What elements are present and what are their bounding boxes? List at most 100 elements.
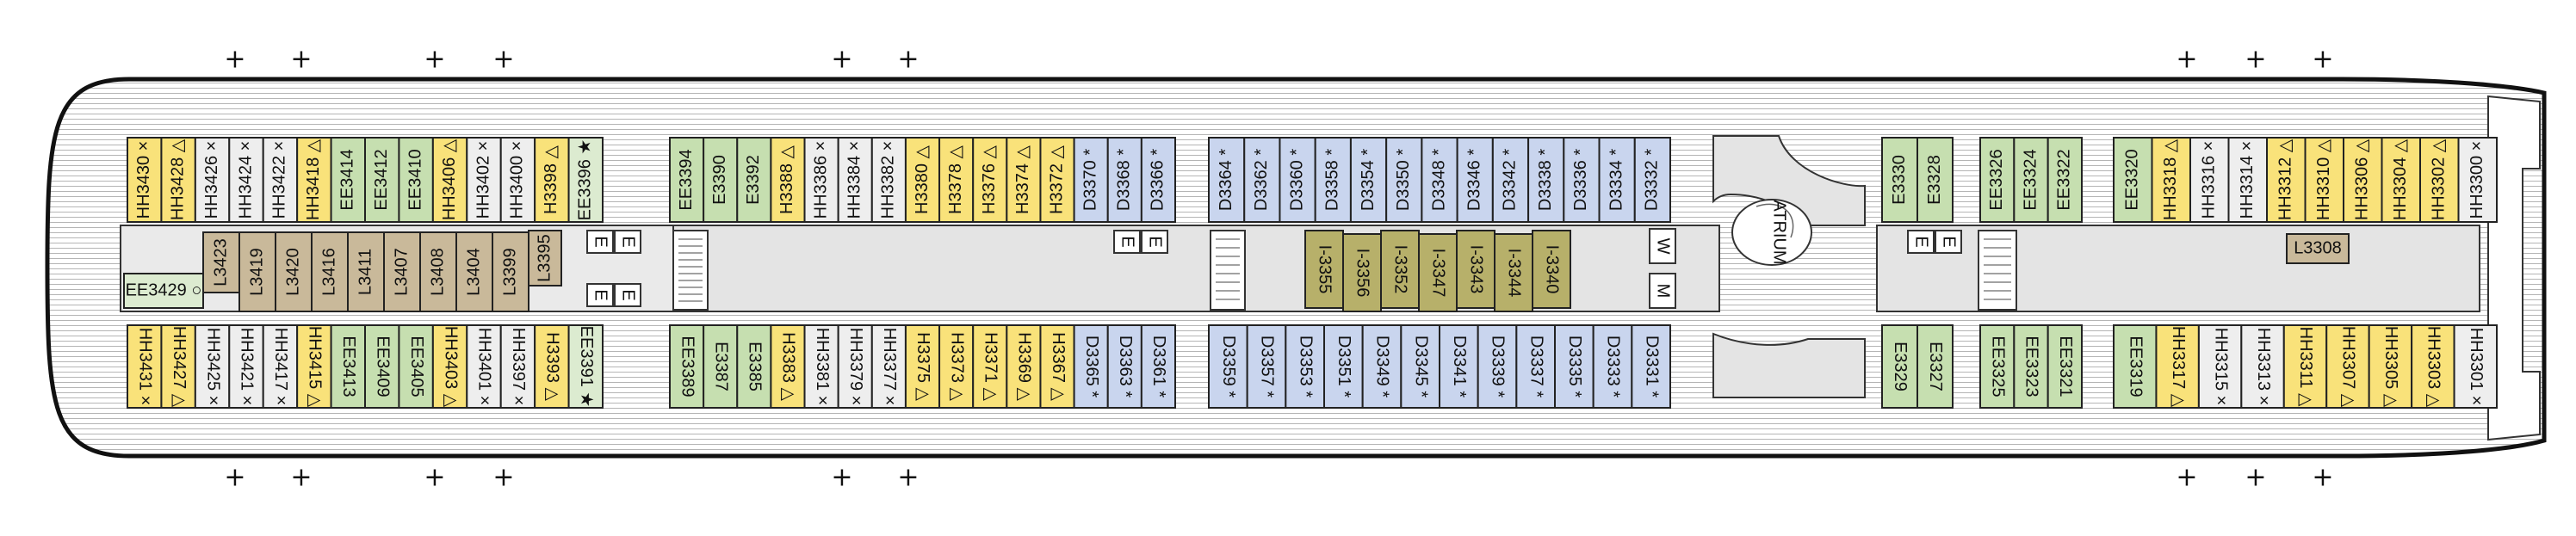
cabin-d3348[interactable]: D3348 *	[1421, 137, 1458, 223]
cabin-l3308[interactable]: L3308	[2286, 233, 2350, 264]
cabin-d3351[interactable]: D3351 *	[1323, 324, 1364, 409]
cabin-hh3401[interactable]: HH3401 ×	[466, 324, 502, 409]
cabin-d3336[interactable]: D3336 *	[1563, 137, 1601, 223]
cabin-d3361[interactable]: D3361 *	[1140, 324, 1177, 409]
cabin-d3363[interactable]: D3363 *	[1106, 324, 1142, 409]
cabin-hh3424[interactable]: HH3424 ×	[228, 137, 264, 223]
cabin-h3380[interactable]: H3380 △	[904, 137, 941, 223]
cabin-e3390[interactable]: E3390	[703, 137, 739, 223]
cabin-hh3379[interactable]: HH3379 ×	[837, 324, 873, 409]
cabin-hh3306[interactable]: HH3306 △	[2343, 137, 2383, 223]
cabin-l3407[interactable]: L3407	[383, 231, 421, 312]
cabin-d3368[interactable]: D3368 *	[1106, 137, 1142, 223]
cabin-d3357[interactable]: D3357 *	[1246, 324, 1287, 409]
cabin-ee3320[interactable]: EE3320	[2113, 137, 2153, 223]
cabin-e3330[interactable]: E3330	[1881, 137, 1918, 223]
cabin-hh3422[interactable]: HH3422 ×	[262, 137, 299, 223]
cabin-ee3323[interactable]: EE3323	[2013, 324, 2049, 409]
cabin-d3366[interactable]: D3366 *	[1140, 137, 1177, 223]
cabin-h3373[interactable]: H3373 △	[938, 324, 975, 409]
cabin-d3333[interactable]: D3333 *	[1592, 324, 1633, 409]
cabin-hh3428[interactable]: HH3428 △	[160, 137, 196, 223]
cabin-hh3418[interactable]: HH3418 △	[296, 137, 332, 223]
cabin-ee3391[interactable]: EE3391 ★	[567, 324, 604, 409]
cabin-h3393[interactable]: H3393 △	[534, 324, 570, 409]
cabin-i-3343[interactable]: I-3343	[1456, 230, 1495, 309]
cabin-d3338[interactable]: D3338 *	[1527, 137, 1565, 223]
cabin-ee3321[interactable]: EE3321	[2047, 324, 2084, 409]
cabin-hh3403[interactable]: HH3403 △	[431, 324, 468, 409]
cabin-hh3415[interactable]: HH3415 △	[296, 324, 332, 409]
cabin-hh3384[interactable]: HH3384 ×	[837, 137, 873, 223]
cabin-e3385[interactable]: E3385	[736, 324, 772, 409]
cabin-ee3326[interactable]: EE3326	[1979, 137, 2016, 223]
cabin-hh3427[interactable]: HH3427 △	[160, 324, 196, 409]
cabin-i-3347[interactable]: I-3347	[1418, 233, 1458, 312]
cabin-ee3319[interactable]: EE3319	[2113, 324, 2158, 409]
cabin-h3375[interactable]: H3375 △	[904, 324, 941, 409]
cabin-hh3302[interactable]: HH3302 △	[2419, 137, 2460, 223]
cabin-hh3303[interactable]: HH3303 △	[2411, 324, 2455, 409]
cabin-l3416[interactable]: L3416	[311, 231, 349, 312]
cabin-h3383[interactable]: H3383 △	[770, 324, 806, 409]
cabin-d3364[interactable]: D3364 *	[1208, 137, 1246, 223]
cabin-d3358[interactable]: D3358 *	[1314, 137, 1352, 223]
cabin-hh3397[interactable]: HH3397 ×	[499, 324, 536, 409]
cabin-d3342[interactable]: D3342 *	[1491, 137, 1530, 223]
cabin-hh3316[interactable]: HH3316 ×	[2189, 137, 2230, 223]
cabin-l3408[interactable]: L3408	[419, 231, 457, 312]
cabin-ee3414[interactable]: EE3414	[330, 137, 367, 223]
cabin-d3346[interactable]: D3346 *	[1456, 137, 1494, 223]
cabin-h3374[interactable]: H3374 △	[1006, 137, 1042, 223]
cabin-i-3340[interactable]: I-3340	[1532, 230, 1571, 309]
cabin-i-3356[interactable]: I-3356	[1342, 233, 1382, 312]
cabin-d3332[interactable]: D3332 *	[1633, 137, 1672, 223]
cabin-ee3409[interactable]: EE3409	[364, 324, 400, 409]
cabin-l3420[interactable]: L3420	[275, 231, 313, 312]
cabin-hh3315[interactable]: HH3315 ×	[2197, 324, 2243, 409]
cabin-hh3430[interactable]: HH3430 ×	[127, 137, 163, 223]
cabin-hh3312[interactable]: HH3312 △	[2266, 137, 2307, 223]
cabin-hh3431[interactable]: HH3431 ×	[127, 324, 163, 409]
cabin-d3362[interactable]: D3362 *	[1243, 137, 1281, 223]
cabin-hh3377[interactable]: HH3377 ×	[870, 324, 907, 409]
cabin-hh3313[interactable]: HH3313 ×	[2240, 324, 2285, 409]
cabin-hh3425[interactable]: HH3425 ×	[194, 324, 231, 409]
cabin-d3353[interactable]: D3353 *	[1285, 324, 1326, 409]
cabin-i-3355[interactable]: I-3355	[1304, 230, 1344, 309]
cabin-d3339[interactable]: D3339 *	[1477, 324, 1518, 409]
cabin-hh3406[interactable]: HH3406 △	[431, 137, 468, 223]
cabin-d3337[interactable]: D3337 *	[1515, 324, 1557, 409]
cabin-hh3400[interactable]: HH3400 ×	[499, 137, 536, 223]
cabin-ee3405[interactable]: EE3405	[398, 324, 434, 409]
cabin-hh3310[interactable]: HH3310 △	[2304, 137, 2344, 223]
cabin-hh3311[interactable]: HH3311 △	[2282, 324, 2328, 409]
cabin-hh3386[interactable]: HH3386 ×	[803, 137, 839, 223]
cabin-hh3381[interactable]: HH3381 ×	[803, 324, 839, 409]
cabin-d3365[interactable]: D3365 *	[1073, 324, 1109, 409]
cabin-hh3307[interactable]: HH3307 △	[2325, 324, 2370, 409]
cabin-hh3417[interactable]: HH3417 ×	[262, 324, 299, 409]
cabin-d3360[interactable]: D3360 *	[1279, 137, 1316, 223]
cabin-hh3304[interactable]: HH3304 △	[2381, 137, 2421, 223]
cabin-ee3413[interactable]: EE3413	[330, 324, 367, 409]
cabin-h3371[interactable]: H3371 △	[972, 324, 1008, 409]
cabin-ee3412[interactable]: EE3412	[364, 137, 400, 223]
cabin-ee3410[interactable]: EE3410	[398, 137, 434, 223]
cabin-l3411[interactable]: L3411	[347, 231, 385, 312]
cabin-d3335[interactable]: D3335 *	[1554, 324, 1595, 409]
cabin-d3349[interactable]: D3349 *	[1361, 324, 1403, 409]
cabin-h3376[interactable]: H3376 △	[972, 137, 1008, 223]
cabin-e3327[interactable]: E3327	[1917, 324, 1954, 409]
cabin-d3341[interactable]: D3341 *	[1439, 324, 1479, 409]
cabin-d3345[interactable]: D3345 *	[1400, 324, 1441, 409]
cabin-e3387[interactable]: E3387	[703, 324, 739, 409]
cabin-ee3324[interactable]: EE3324	[2013, 137, 2049, 223]
cabin-hh3301[interactable]: HH3301 ×	[2453, 324, 2499, 409]
cabin-d3350[interactable]: D3350 *	[1385, 137, 1423, 223]
cabin-l3399[interactable]: L3399	[492, 231, 529, 312]
cabin-ee3322[interactable]: EE3322	[2047, 137, 2084, 223]
cabin-hh3426[interactable]: HH3426 ×	[194, 137, 231, 223]
cabin-hh3314[interactable]: HH3314 ×	[2227, 137, 2268, 223]
cabin-ee3429[interactable]: EE3429 ○	[123, 273, 204, 309]
